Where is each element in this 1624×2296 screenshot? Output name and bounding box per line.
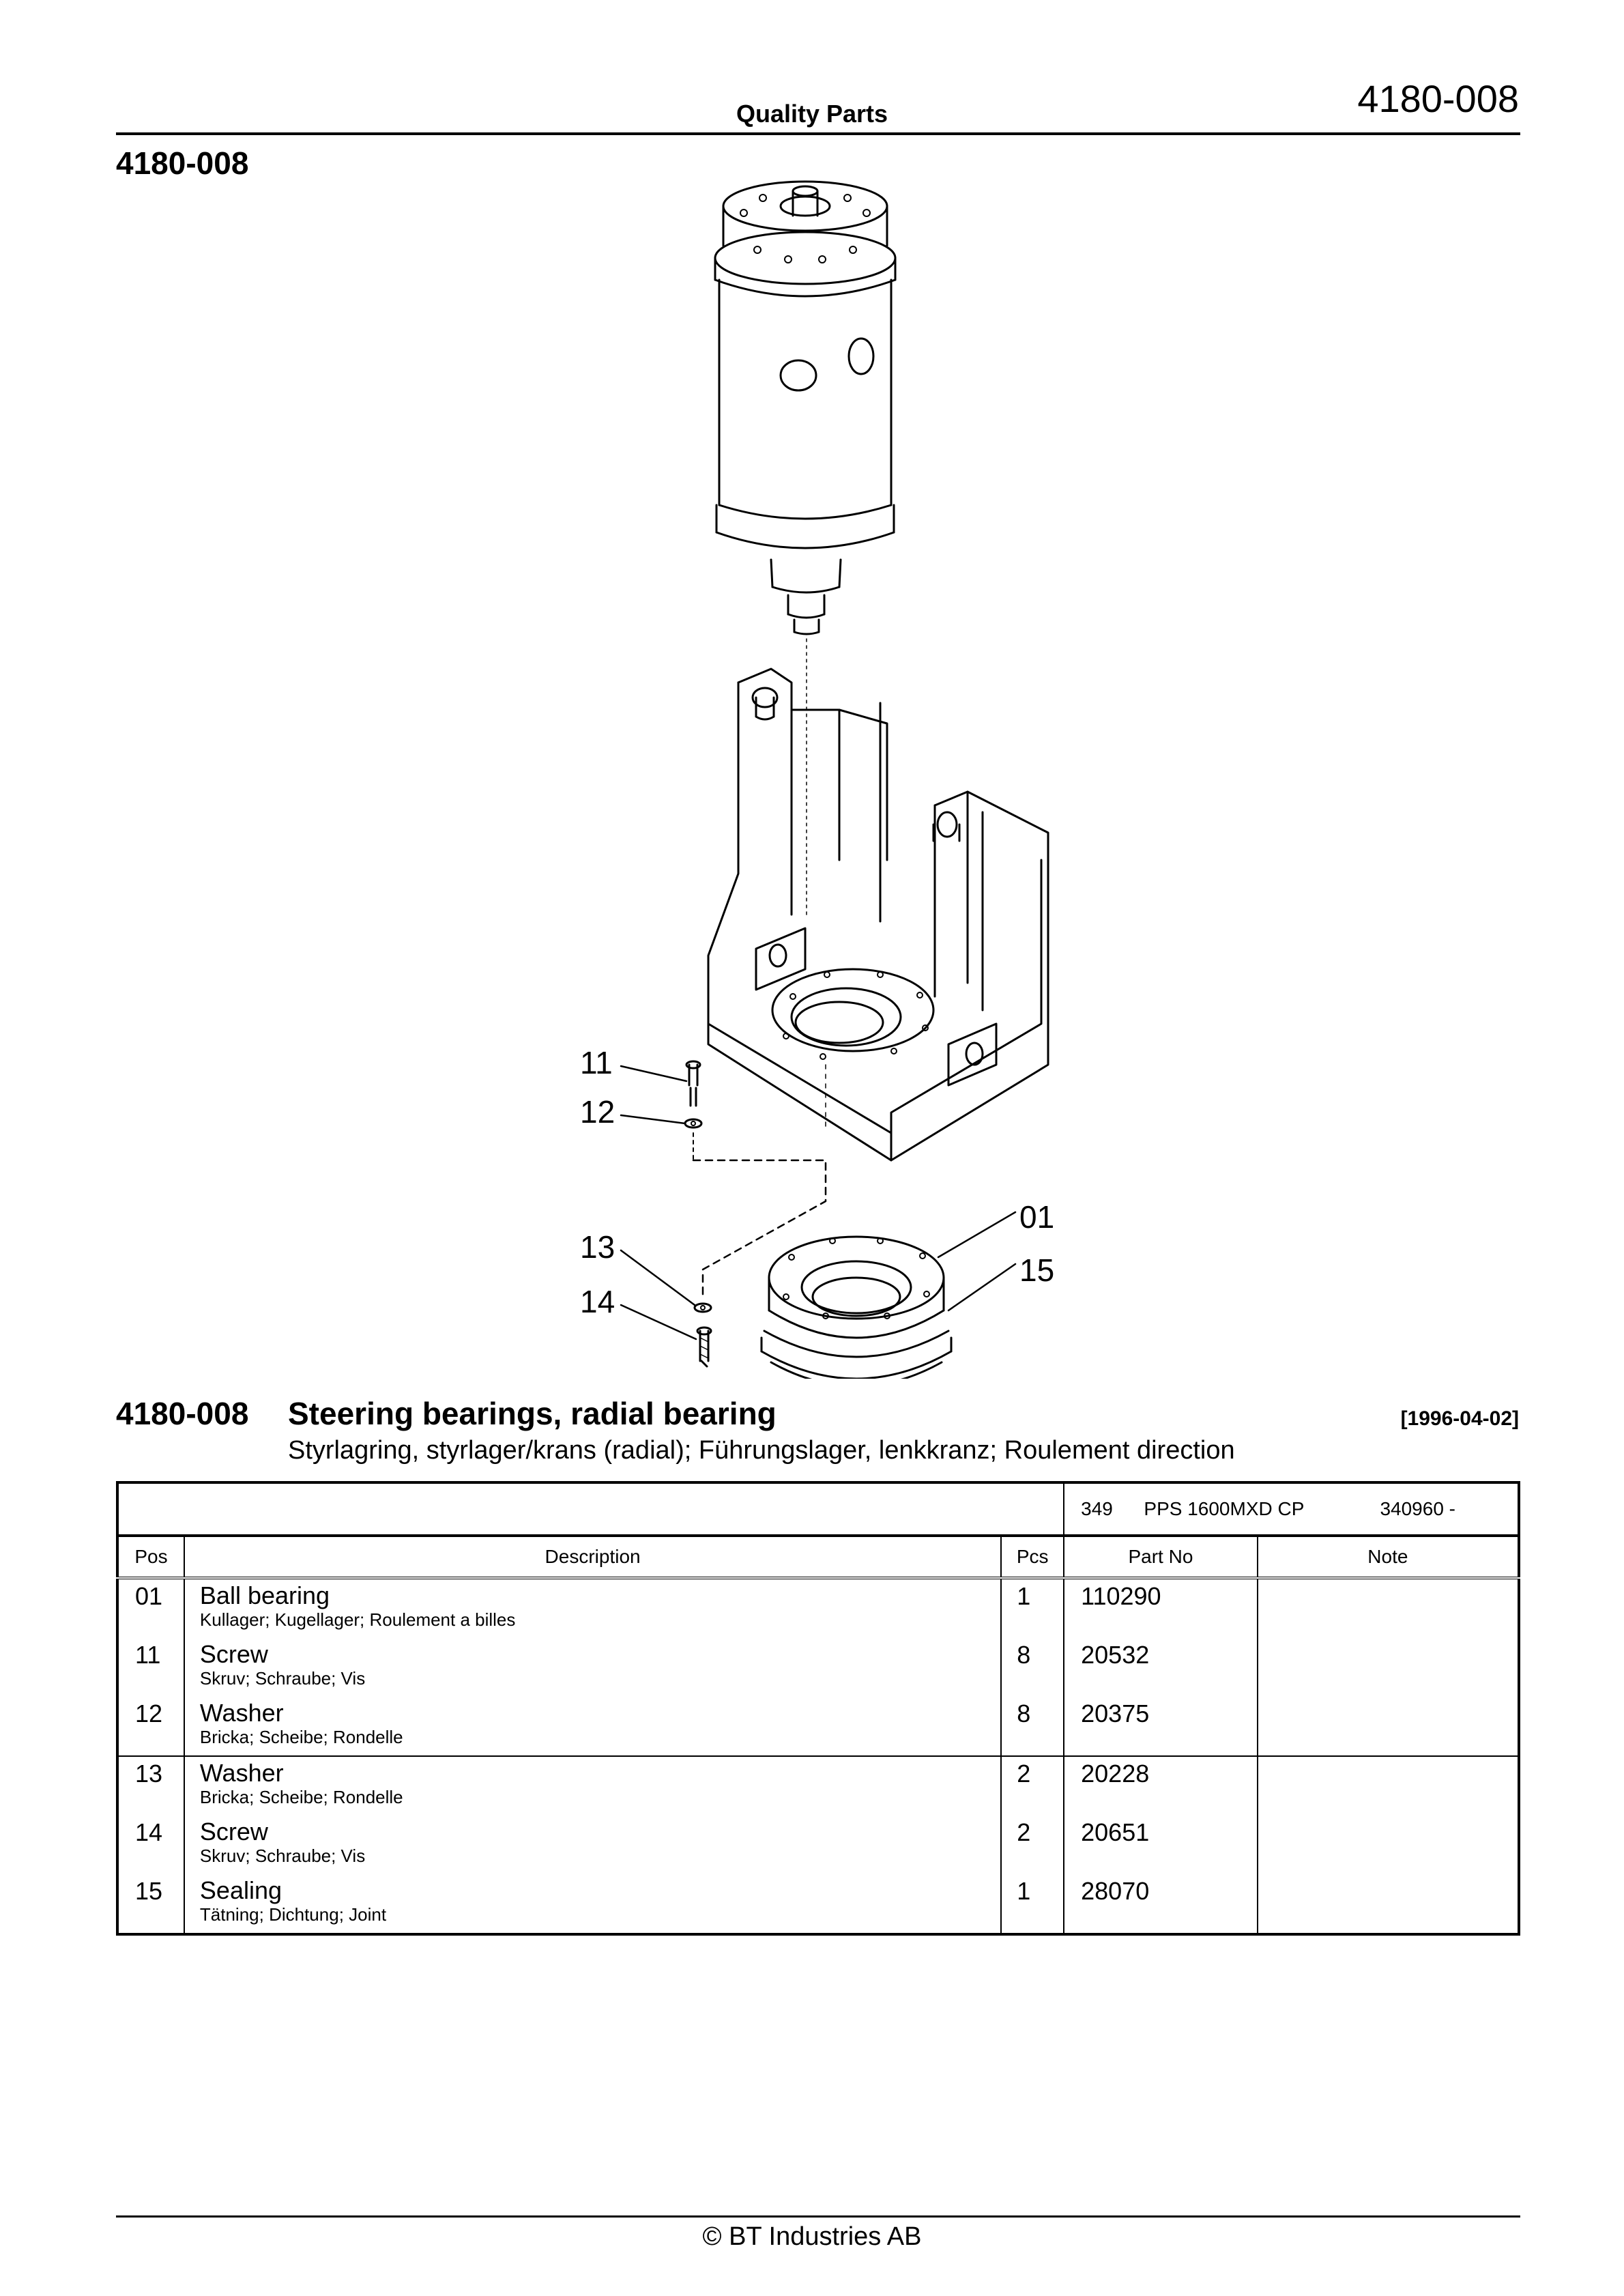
ball-bearing-ring [768,1235,945,1339]
header-doc-number: 4180-008 [1357,77,1519,120]
row-part-no: 110290 [1063,1578,1258,1638]
row-translation: Kullager; Kugellager; Roulement a billes [199,1609,516,1630]
row-description: Screw Skruv; Schraube; Vis [183,1816,1002,1874]
row-name: Sealing [199,1876,282,1904]
row-pos: 14 [135,1818,163,1846]
row-pcs: 1 [1000,1578,1064,1638]
table-row: 14 Screw Skruv; Schraube; Vis 2 20651 [117,1816,1519,1874]
row-note [1256,1874,1519,1934]
header-rule [116,132,1520,135]
col-header-note: Note [1256,1536,1519,1579]
row-pos: 12 [117,1697,184,1757]
model-serial: 340960 - [1380,1498,1456,1519]
callout-15: 15 [1019,1252,1055,1288]
col-header-pos: Pos [117,1536,184,1579]
row-name: Washer [199,1699,284,1727]
row-part-no: 20375 [1063,1697,1258,1757]
model-code: 349 [1081,1498,1113,1519]
model-row: 349 PPS 1600MXD CP 340960 - [117,1482,1519,1537]
row-pos: 15 [135,1877,163,1905]
row-name: Screw [199,1640,268,1668]
row-description: Ball bearing Kullager; Kugellager; Roule… [183,1578,1002,1638]
section-date: [1996-04-02] [1400,1407,1519,1430]
row-part-no: 28070 [1063,1874,1258,1934]
callout-14: 14 [580,1284,615,1319]
callout-leaders [620,1065,1017,1340]
row-description: Sealing Tätning; Dichtung; Joint [183,1874,1002,1934]
row-translation: Skruv; Schraube; Vis [199,1668,366,1689]
row-pcs: 8 [1000,1638,1064,1697]
col-header-pcs: Pcs [1000,1536,1064,1579]
row-note [1256,1578,1519,1638]
parts-table: 349 PPS 1600MXD CP 340960 - Pos Descript… [116,1481,1520,1936]
row-pos: 11 [135,1641,161,1669]
row-part-no: 20228 [1063,1756,1258,1816]
row-description: Washer Bricka; Scheibe; Rondelle [183,1756,1002,1816]
row-name: Washer [199,1759,284,1787]
table-row: 01 Ball bearing Kullager; Kugellager; Ro… [117,1578,1519,1638]
row-pcs: 8 [1000,1697,1064,1757]
footer-copyright: © BT Industries AB [702,2222,922,2251]
drive-motor-unit [714,180,897,915]
row-pcs: 2 [1000,1756,1064,1816]
row-description: Washer Bricka; Scheibe; Rondelle [183,1697,1002,1757]
row-pos: 13 [135,1760,163,1788]
col-header-part-no: Part No [1063,1536,1258,1579]
model-name: PPS 1600MXD CP [1144,1498,1304,1519]
row-note [1256,1816,1519,1874]
fasteners-upper [684,1060,827,1298]
table-row: 15 Sealing Tätning; Dichtung; Joint 1 28… [117,1874,1519,1934]
callout-01: 01 [1019,1199,1055,1235]
callout-12: 12 [580,1094,615,1130]
row-note [1256,1638,1519,1697]
row-pos: 01 [135,1582,163,1610]
row-part-no: 20651 [1063,1816,1258,1874]
col-header-description: Description [183,1536,1002,1579]
row-note [1256,1756,1519,1816]
row-note [1256,1697,1519,1757]
row-part-no: 20532 [1063,1638,1258,1697]
table-header-row: Pos Description Pcs Part No Note [117,1536,1519,1579]
header-title: Quality Parts [736,100,888,128]
table-row: 13 Washer Bricka; Scheibe; Rondelle 2 20… [117,1756,1519,1816]
table-row: 11 Screw Skruv; Schraube; Vis 8 20532 [117,1638,1519,1697]
row-name: Ball bearing [199,1581,330,1609]
row-pcs: 2 [1000,1816,1064,1874]
row-description: Screw Skruv; Schraube; Vis [183,1638,1002,1697]
footer-rule [116,2215,1520,2218]
exploded-parts-drawing: 11 12 13 14 01 15 [116,177,1520,1388]
callout-11: 11 [580,1045,613,1080]
fasteners-lower [693,1302,712,1368]
section-title: Steering bearings, radial bearing [288,1396,777,1431]
row-translation: Bricka; Scheibe; Rondelle [199,1787,403,1807]
section-number: 4180-008 [116,1396,249,1431]
row-translation: Skruv; Schraube; Vis [199,1846,366,1866]
callout-13: 13 [580,1229,615,1265]
row-name: Screw [199,1818,268,1846]
table-row: 12 Washer Bricka; Scheibe; Rondelle 8 20… [117,1697,1519,1757]
steering-bracket-frame [707,668,1049,1162]
row-translation: Tätning; Dichtung; Joint [199,1904,387,1925]
section-subtitle: Styrlagring, styrlager/krans (radial); F… [288,1436,1235,1465]
row-translation: Bricka; Scheibe; Rondelle [199,1727,403,1747]
row-pcs: 1 [1000,1874,1064,1934]
drawing-label: 4180-008 [116,145,249,181]
